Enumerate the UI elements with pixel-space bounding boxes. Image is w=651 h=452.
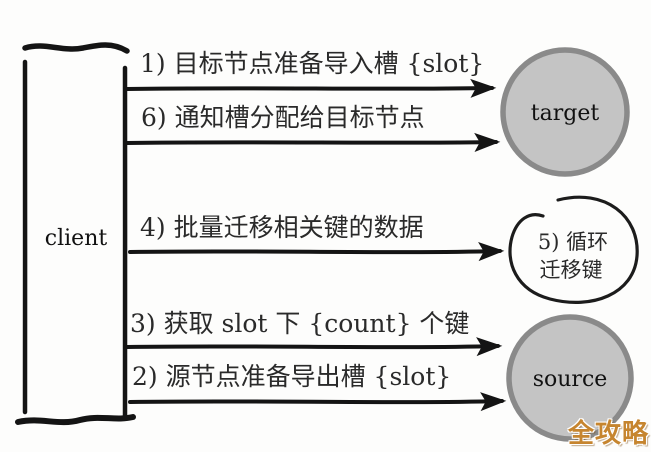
message-label-3: 3) 获取 slot 下 {count} 个键 (130, 309, 469, 338)
target-node (500, 47, 630, 177)
client-top-squiggle (22, 42, 130, 54)
client-label: client (45, 226, 108, 251)
message-arrow-4 (128, 242, 505, 262)
loop-label-line1: 5) 循环 (538, 230, 608, 254)
message-label-2: 2) 源节点准备导出槽 {slot} (132, 362, 451, 391)
source-node (506, 314, 634, 442)
message-label-1: 1) 目标节点准备导入槽 {slot} (140, 49, 484, 78)
watermark: 全攻略 (567, 419, 649, 449)
message-arrow-3 (125, 337, 503, 357)
loop-migrate-keys-shape (508, 195, 639, 304)
message-arrow-2 (128, 392, 507, 412)
source-node-label: source (533, 367, 608, 392)
client-lifeline (15, 42, 136, 426)
message-arrow-1 (125, 78, 497, 98)
loop-label-line2: 迁移键 (540, 258, 603, 282)
message-label-6: 6) 通知槽分配给目标节点 (141, 103, 425, 132)
client-right-line (122, 65, 128, 421)
client-bottom-squiggle (15, 414, 136, 426)
message-label-4: 4) 批量迁移相关键的数据 (140, 213, 424, 242)
client-left-line (22, 59, 28, 415)
message-arrow-6 (125, 132, 501, 152)
target-node-label: target (531, 101, 600, 126)
